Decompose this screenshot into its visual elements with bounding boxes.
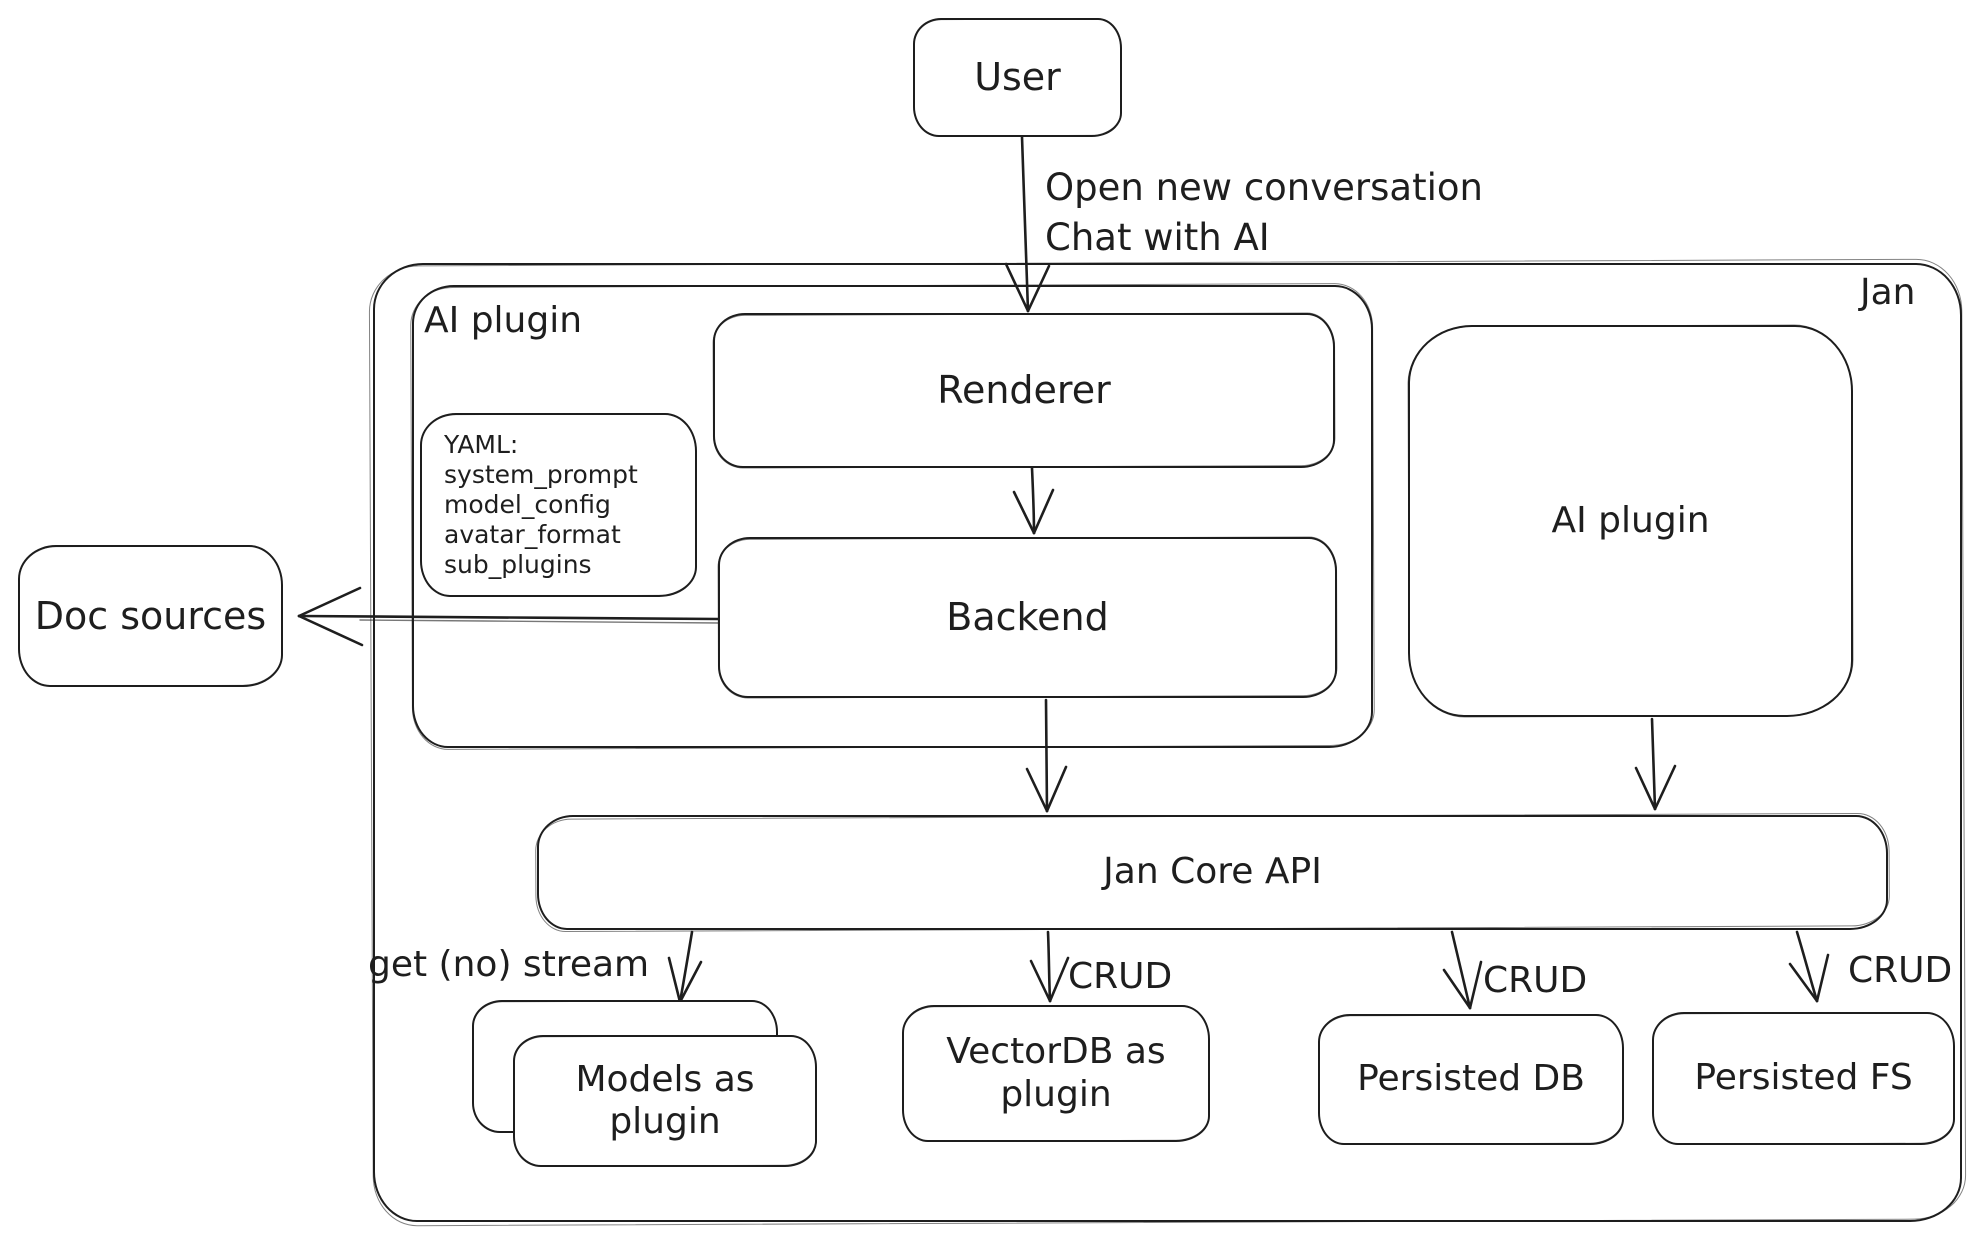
jan-container-label: Jan [1860, 272, 1916, 313]
node-ai-plugin: AI plugin [1408, 325, 1853, 717]
node-jan-core-api: Jan Core API [537, 815, 1888, 930]
arrow-aiplugin-to-core [1634, 717, 1677, 811]
node-models-plugin-label: Models as plugin [575, 1058, 755, 1142]
arrow-user-to-renderer [1004, 135, 1051, 313]
node-jan-core-api-label: Jan Core API [1103, 851, 1322, 893]
node-vectordb-plugin-label: VectorDB as plugin [946, 1031, 1166, 1115]
edge-label-get-no-stream: get (no) stream [368, 944, 650, 985]
yaml-line: avatar_format [444, 520, 621, 549]
arrow-renderer-to-backend [1012, 466, 1055, 535]
yaml-note-text: YAML: system_prompt model_config avatar_… [422, 415, 638, 580]
node-doc-sources-label: Doc sources [34, 593, 267, 638]
arrow-backend-to-doc-sources [297, 586, 721, 647]
node-persisted-fs-label: Persisted FS [1694, 1057, 1913, 1099]
edge-label-crud-persisted-fs: CRUD [1848, 950, 1953, 991]
ai-plugin-group-box [412, 285, 1373, 748]
edge-label-crud-vectordb: CRUD [1068, 956, 1173, 997]
node-ai-plugin-label: AI plugin [1551, 499, 1710, 541]
yaml-line: sub_plugins [444, 550, 592, 579]
arrow-backend-to-core [1025, 698, 1068, 813]
yaml-line: system_prompt [444, 460, 638, 489]
yaml-line: YAML: [444, 430, 519, 459]
node-doc-sources: Doc sources [18, 545, 283, 687]
node-persisted-db: Persisted DB [1318, 1014, 1624, 1145]
arrow-core-to-models [667, 930, 703, 1004]
node-persisted-fs: Persisted FS [1652, 1012, 1955, 1145]
node-renderer-label: Renderer [937, 368, 1111, 413]
node-vectordb-plugin: VectorDB as plugin [902, 1005, 1210, 1142]
node-backend: Backend [718, 537, 1337, 698]
edge-label-line: Open new conversation [1045, 166, 1483, 209]
yaml-line: model_config [444, 490, 611, 519]
jan-container-box [373, 263, 1962, 1222]
node-backend-label: Backend [946, 595, 1109, 640]
node-models-plugin: Models as plugin [513, 1035, 817, 1167]
arrow-core-to-persisted-fs [1788, 930, 1830, 1003]
node-persisted-db-label: Persisted DB [1357, 1058, 1585, 1100]
ai-plugin-group-label: AI plugin [424, 300, 583, 341]
node-renderer: Renderer [713, 313, 1335, 468]
node-yaml-note: YAML: system_prompt model_config avatar_… [420, 413, 697, 597]
arrow-core-to-vectordb [1029, 930, 1070, 1003]
node-user: User [913, 18, 1122, 137]
edge-label-line: Chat with AI [1045, 216, 1270, 259]
node-user-label: User [974, 55, 1061, 100]
edge-label-user-to-renderer: Open new conversation Chat with AI [1045, 163, 1483, 263]
arrow-core-to-persisted-db [1442, 930, 1483, 1010]
edge-label-crud-persisted-db: CRUD [1483, 960, 1588, 1001]
